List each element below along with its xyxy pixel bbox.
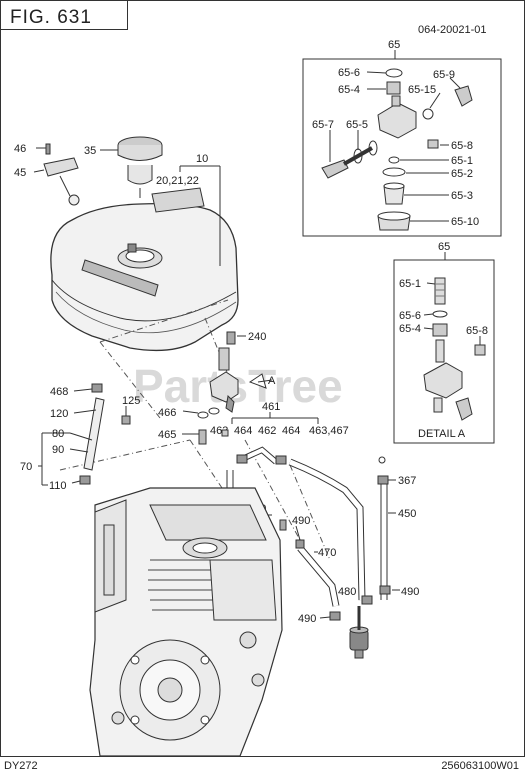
callout-detail-65-6: 65-6 [399, 310, 421, 322]
callout-462: 462 [258, 425, 276, 437]
view-marker-a: A [268, 375, 276, 387]
callout-65-1: 65-1 [451, 155, 473, 167]
fuel-line-bracket-461 [231, 412, 319, 424]
callout-464-b: 464 [282, 425, 300, 437]
figure-title-box [0, 0, 128, 30]
figure-title: FIG. 631 [10, 7, 92, 28]
callout-461: 461 [262, 401, 280, 413]
callout-450: 450 [398, 508, 416, 520]
callout-90: 90 [52, 444, 64, 456]
callout-65-15: 65-15 [408, 84, 436, 96]
engine [89, 487, 283, 757]
callout-464-a: 464 [234, 425, 252, 437]
fuel-tank [50, 202, 239, 352]
part-20-21-22-label-sheet [151, 187, 205, 213]
callout-490-a: 490 [292, 515, 310, 527]
part-65-7-bolt [321, 159, 349, 179]
callout-70: 70 [20, 461, 32, 473]
part-65-15-spring [422, 108, 434, 120]
part-65-1-filter [388, 156, 400, 164]
callout-detail-65-1: 65-1 [399, 278, 421, 290]
callout-367: 367 [398, 475, 416, 487]
fuel-cock-installed [209, 331, 246, 413]
callout-240: 240 [248, 331, 266, 343]
callout-463-467: 463,467 [309, 425, 349, 437]
callout-65-5: 65-5 [346, 119, 368, 131]
callout-468: 468 [50, 386, 68, 398]
detail-screw [474, 344, 486, 356]
callout-65-2: 65-2 [451, 168, 473, 180]
fuel-hoses [226, 446, 388, 607]
callout-470: 470 [318, 547, 336, 559]
detail-nut [432, 323, 448, 337]
part-65-2-oring [382, 167, 406, 177]
callout-35: 35 [84, 145, 96, 157]
part-65-4-nut [386, 81, 401, 95]
callout-detail-65-8: 65-8 [466, 325, 488, 337]
detail-lever [455, 397, 473, 421]
callout-20-21-22: 20,21,22 [156, 175, 199, 187]
callout-465: 465 [158, 429, 176, 441]
part-465-bolt [198, 429, 207, 445]
part-65-9-lever [454, 85, 473, 107]
detail-a-box [393, 252, 495, 444]
detail-filter-screen [434, 277, 446, 305]
fuel-cock-assembly-box [302, 50, 502, 237]
callout-65-3: 65-3 [451, 190, 473, 202]
callout-125: 125 [122, 395, 140, 407]
part-65-6-washer [385, 68, 403, 78]
callout-480-b: 480 [338, 586, 356, 598]
detail-a-label: DETAIL A [418, 428, 466, 440]
detail-washer [432, 310, 448, 318]
callout-490-b: 490 [401, 586, 419, 598]
fuel-cap-assembly [100, 136, 163, 198]
callout-65-6: 65-6 [338, 67, 360, 79]
callout-65-detail: 65 [438, 241, 450, 253]
callout-65-9: 65-9 [433, 69, 455, 81]
callout-80: 80 [52, 428, 64, 440]
callout-65-8: 65-8 [451, 140, 473, 152]
callout-65-7: 65-7 [312, 119, 334, 131]
callout-10: 10 [196, 153, 208, 165]
drawing-number: 064-20021-01 [418, 24, 487, 36]
footer-part-code: 256063100W01 [441, 760, 519, 772]
callout-110: 110 [49, 480, 67, 492]
callout-65-10: 65-10 [451, 216, 479, 228]
callout-46: 46 [14, 143, 26, 155]
fuel-gauge-parts [33, 143, 80, 206]
callout-65-4: 65-4 [338, 84, 360, 96]
callout-120: 120 [50, 408, 68, 420]
callout-65-top: 65 [388, 39, 400, 51]
part-valve-body [377, 102, 417, 139]
part-65-8-screw [427, 139, 439, 149]
callout-490-c: 490 [298, 613, 316, 625]
fuel-return-hose-group [38, 383, 131, 486]
fuel-filter [349, 606, 369, 659]
callout-45: 45 [14, 167, 26, 179]
callout-detail-65-4: 65-4 [399, 323, 421, 335]
footer-model: DY272 [4, 760, 38, 772]
detail-valve-body [423, 362, 463, 399]
callout-466: 466 [158, 407, 176, 419]
